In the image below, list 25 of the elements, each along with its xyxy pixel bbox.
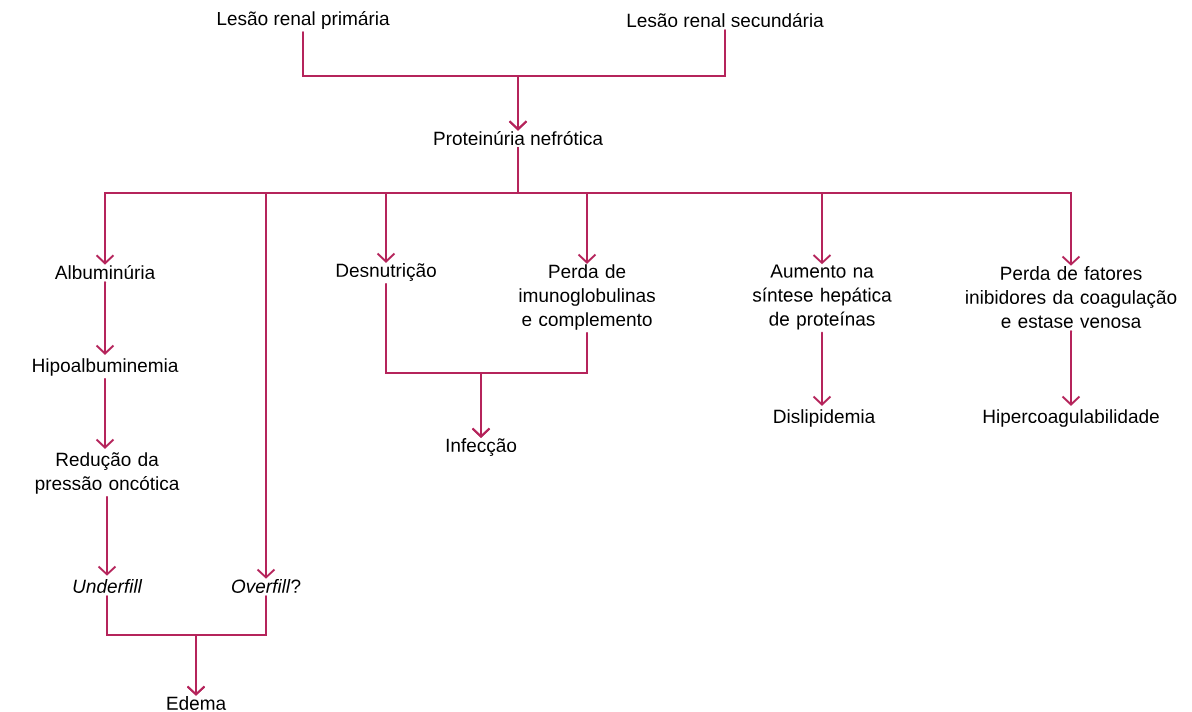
arrow [517, 147, 1081, 266]
arrow [508, 29, 726, 131]
arrow [97, 496, 117, 576]
text-label: Lesão renal secundária [627, 12, 824, 28]
arrow [95, 281, 115, 355]
text-label: Lesão renal primária [217, 11, 390, 29]
text-label: Overfill? [232, 579, 301, 593]
text-label: Underfill [73, 579, 143, 593]
arrow [186, 595, 267, 696]
text-label: Albuminúria [54, 264, 156, 280]
text-label: Redução da pressão oncótica [35, 452, 180, 494]
text-label: Perda de fatores inibidores da coagulação e estase venosa [966, 266, 1177, 328]
arrow [1061, 330, 1081, 406]
text-label: Perda de imunoglobulinas e complemento [519, 264, 655, 330]
arrow [95, 378, 115, 449]
text-label: Aumento na síntese hepática de proteínas [752, 264, 892, 330]
arrow [471, 332, 588, 438]
text-label: Hipoalbuminemia [33, 358, 179, 376]
text-label: Desnutrição [336, 263, 436, 281]
text-label: Edema [167, 696, 227, 710]
arrow [812, 331, 832, 406]
text-label: Dislipidemia [774, 409, 876, 427]
text-label: Hipercoagulabilidade [983, 409, 1159, 427]
text-label: Infecção [446, 438, 517, 456]
text-label: Proteinúria nefrótica [434, 130, 603, 146]
